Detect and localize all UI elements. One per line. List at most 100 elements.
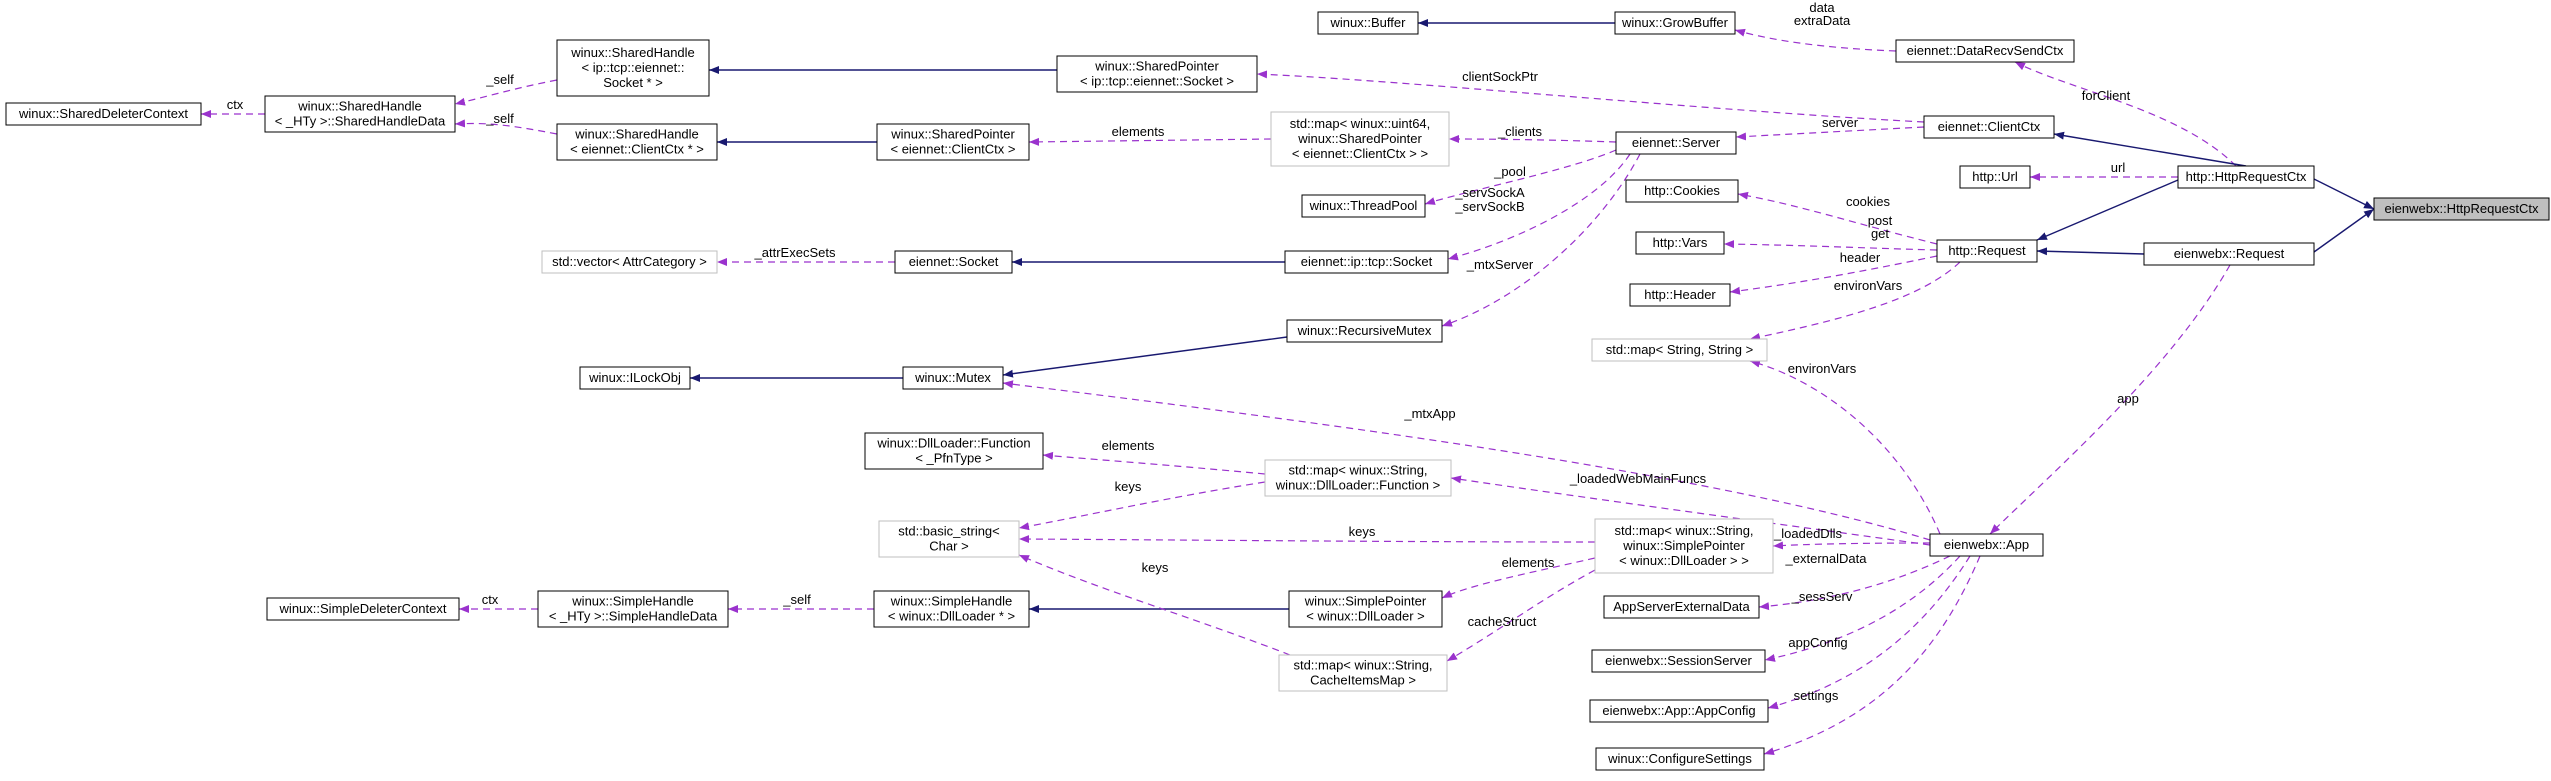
class-node-winux-simplehandledata[interactable]: winux::SimpleHandle< _HTy >::SimpleHandl…	[537, 590, 729, 628]
usage-arrow	[1734, 28, 1897, 52]
class-node-winux-mutex[interactable]: winux::Mutex	[902, 366, 1004, 390]
class-node-winux-buffer[interactable]: winux::Buffer	[1317, 11, 1419, 35]
class-node-http-cookies[interactable]: http::Cookies	[1625, 179, 1739, 203]
edge-label: _mtxServer	[1466, 257, 1534, 272]
class-node-winux-sharedpointer-clientctx[interactable]: winux::SharedPointer< eiennet::ClientCtx…	[876, 123, 1030, 161]
class-node-std-map-uint64[interactable]: std::map< winux::uint64,winux::SharedPoi…	[1270, 111, 1450, 167]
class-node-std-map-string-simplepointer[interactable]: std::map< winux::String,winux::SimplePoi…	[1594, 518, 1774, 574]
class-name-line: http::HttpRequestCtx	[2186, 169, 2307, 184]
class-box	[1929, 533, 2044, 557]
inheritance-arrow	[2036, 247, 2145, 256]
class-node-http-vars[interactable]: http::Vars	[1635, 231, 1725, 255]
edge-inherit	[2313, 208, 2375, 253]
class-node-winux-simpledeletercontext[interactable]: winux::SimpleDeleterContext	[266, 597, 460, 621]
class-node-eiennet-clientctx[interactable]: eiennet::ClientCtx	[1923, 115, 2055, 139]
class-node-http-url[interactable]: http::Url	[1959, 165, 2031, 189]
usage-arrow	[1764, 555, 1961, 662]
class-name-line: eienwebx::Request	[2174, 246, 2285, 261]
class-node-winux-simplehandle-dllloader[interactable]: winux::SimpleHandle< winux::DllLoader * …	[873, 590, 1030, 628]
edge-label: keys	[1115, 479, 1142, 494]
class-name-line: winux::ThreadPool	[1309, 198, 1418, 213]
class-box	[556, 39, 710, 97]
usage-arrow	[454, 79, 558, 106]
class-node-winux-configuresettings[interactable]: winux::ConfigureSettings	[1595, 747, 1765, 771]
class-box	[1589, 699, 1769, 723]
class-box	[1595, 747, 1765, 771]
class-node-std-vector-attrcategory[interactable]: std::vector< AttrCategory >	[541, 250, 718, 274]
class-node-winux-growbuffer[interactable]: winux::GrowBuffer	[1614, 11, 1736, 35]
class-node-winux-sharedhandle-clientctx[interactable]: winux::SharedHandle< eiennet::ClientCtx …	[556, 123, 718, 161]
usage-arrow	[1989, 264, 2231, 535]
edge-use: elements	[1028, 124, 1272, 146]
class-name-line: winux::GrowBuffer	[1621, 15, 1729, 30]
class-name-line: winux::SimpleHandle	[890, 594, 1012, 609]
class-node-winux-sharedhandledata[interactable]: winux::SharedHandle< _HTy >::SharedHandl…	[264, 95, 456, 133]
class-box	[1629, 283, 1731, 307]
edge-label: _attrExecSets	[754, 245, 836, 260]
class-node-http-httprequestctx[interactable]: http::HttpRequestCtx	[2177, 165, 2315, 189]
usage-arrow	[1447, 153, 1631, 261]
edge-label: appConfig	[1788, 635, 1847, 650]
edge-use: keys	[1018, 524, 1596, 544]
class-node-winux-sharedhandle-socket[interactable]: winux::SharedHandle< ip::tcp::eiennet::S…	[556, 39, 710, 97]
class-box	[1264, 459, 1452, 497]
class-node-http-header[interactable]: http::Header	[1629, 283, 1731, 307]
class-box	[878, 520, 1020, 558]
class-node-winux-ilockobj[interactable]: winux::ILockObj	[579, 366, 691, 390]
class-name-line: std::map< winux::uint64,	[1290, 116, 1431, 131]
class-box	[1288, 590, 1443, 628]
edge-inherit	[1002, 336, 1288, 378]
edge-label: server	[1822, 115, 1859, 130]
class-node-winux-shareddeletercontext[interactable]: winux::SharedDeleterContext	[5, 102, 202, 126]
class-node-eienwebx-sessionserver[interactable]: eienwebx::SessionServer	[1591, 649, 1766, 673]
edge-label: keys	[1349, 524, 1376, 539]
edge-label: _self	[782, 592, 811, 607]
class-node-winux-dllloader-function[interactable]: winux::DllLoader::Function< _PfnType >	[864, 432, 1044, 470]
class-node-eiennet-ip-tcp-socket[interactable]: eiennet::ip::tcp::Socket	[1284, 250, 1449, 274]
edge-use: _attrExecSets	[717, 245, 895, 266]
class-name-line: winux::SharedPointer	[890, 127, 1015, 142]
inheritance-arrow	[1002, 336, 1288, 378]
class-node-std-basic-string[interactable]: std::basic_string<Char >	[878, 520, 1020, 558]
class-node-http-request[interactable]: http::Request	[1936, 239, 2038, 263]
class-node-eiennet-socket[interactable]: eiennet::Socket	[894, 250, 1013, 274]
edge-label: _loadedDlls	[1773, 526, 1842, 541]
usage-arrow	[1424, 149, 1617, 205]
usage-arrow	[1002, 380, 1931, 541]
edge-label: post	[1868, 213, 1893, 228]
class-name-line: eienwebx::HttpRequestCtx	[2385, 201, 2539, 216]
class-name-line: std::map< winux::String,	[1614, 523, 1753, 538]
class-node-eiennet-datarecvsendctx[interactable]: eiennet::DataRecvSendCtx	[1895, 39, 2075, 63]
class-box	[537, 590, 729, 628]
class-box	[1895, 39, 2075, 63]
edge-label: settings	[1794, 688, 1839, 703]
edge-use: _loadedDlls	[1772, 526, 1931, 550]
class-node-std-map-string-string[interactable]: std::map< String, String >	[1591, 338, 1768, 362]
usage-arrow	[1723, 240, 1938, 251]
class-node-root[interactable]: eienwebx::HttpRequestCtx	[2373, 197, 2550, 221]
usage-arrow	[1018, 535, 1596, 544]
class-name-line: CacheItemsMap >	[1310, 673, 1416, 688]
class-node-winux-simplepointer-dllloader[interactable]: winux::SimplePointer< winux::DllLoader >	[1288, 590, 1443, 628]
class-node-appserverexternaldata[interactable]: AppServerExternalData	[1603, 595, 1760, 619]
class-node-eienwebx-request[interactable]: eienwebx::Request	[2143, 242, 2315, 266]
class-box	[2143, 242, 2315, 266]
class-name-line: std::basic_string<	[898, 524, 1000, 539]
class-node-eienwebx-app[interactable]: eienwebx::App	[1929, 533, 2044, 557]
class-name-line: winux::Buffer	[1330, 15, 1407, 30]
class-node-winux-recursivemutex[interactable]: winux::RecursiveMutex	[1286, 319, 1443, 343]
class-box	[5, 102, 202, 126]
class-node-std-map-string-function[interactable]: std::map< winux::String,winux::DllLoader…	[1264, 459, 1452, 497]
edge-use: _pool	[1424, 149, 1617, 205]
class-node-std-map-string-cacheitemsmap[interactable]: std::map< winux::String,CacheItemsMap >	[1278, 654, 1448, 692]
class-node-eienwebx-app-appconfig[interactable]: eienwebx::App::AppConfig	[1589, 699, 1769, 723]
class-node-eiennet-server[interactable]: eiennet::Server	[1615, 131, 1737, 155]
class-name-line: eiennet::ip::tcp::Socket	[1301, 254, 1433, 269]
edge-label: url	[2111, 160, 2126, 175]
class-node-winux-sharedpointer-socket[interactable]: winux::SharedPointer< ip::tcp::eiennet::…	[1056, 55, 1258, 93]
class-name-line: eienwebx::SessionServer	[1605, 653, 1752, 668]
class-name-line: < eiennet::ClientCtx > >	[1292, 146, 1428, 161]
class-name-line: std::map< String, String >	[1606, 342, 1753, 357]
class-node-winux-threadpool[interactable]: winux::ThreadPool	[1301, 194, 1426, 218]
